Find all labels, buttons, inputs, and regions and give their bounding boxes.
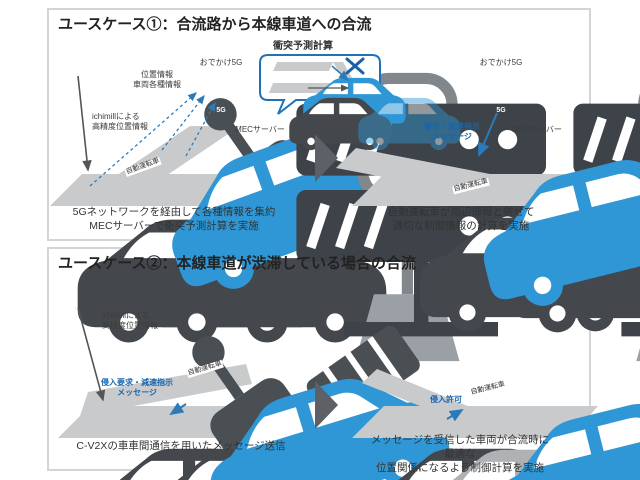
ichimill-note: ichimillによる 高精度位置情報 <box>92 112 148 132</box>
uc2-left-caption: C-V2Xの車車間通信を用いたメッセージ送信 <box>76 440 286 452</box>
collision-calc-label: 衝突予測計算 <box>273 41 333 52</box>
usecase1-title: ユースケース①：合流路から本線車道への合流 <box>58 16 372 33</box>
request-message-label: 侵入要求・減速指示 メッセージ <box>101 378 173 398</box>
permission-label: 侵入許可 <box>430 395 462 404</box>
mec-server-label: MECサーバー <box>512 125 562 134</box>
uc2-right-caption: メッセージを受信した車両が合流時に最適な 位置関係になるよう制御計算を実施 <box>370 434 550 474</box>
ichimill-note: ichimillによる 高精度位置情報 <box>102 311 158 331</box>
upload-info-note: 位置情報 車両各種情報 <box>133 70 181 90</box>
5g-base-label: 5G <box>216 107 226 114</box>
uc1-left-caption: 5Gネットワークを経由して各種情報を集約 MECサーバーで衝突予測計算を実施 <box>72 206 276 232</box>
5g-station-icon <box>635 77 640 363</box>
mec-server-label: MECサーバー <box>235 125 285 134</box>
5g-station-label: おでかけ5G <box>199 58 243 67</box>
uc1-right-caption: 自動運転車が周辺情報と併せて 適切な制御情報の計算を実施 <box>387 206 535 232</box>
5g-station-label: おでかけ5G <box>479 58 523 67</box>
5g-base-label: 5G <box>496 107 506 114</box>
warning-message-label: 警告・減速指示 メッセージ <box>424 122 480 142</box>
usecase2-title: ユースケース②：本線車道が渋滞している場合の合流 <box>58 255 417 272</box>
